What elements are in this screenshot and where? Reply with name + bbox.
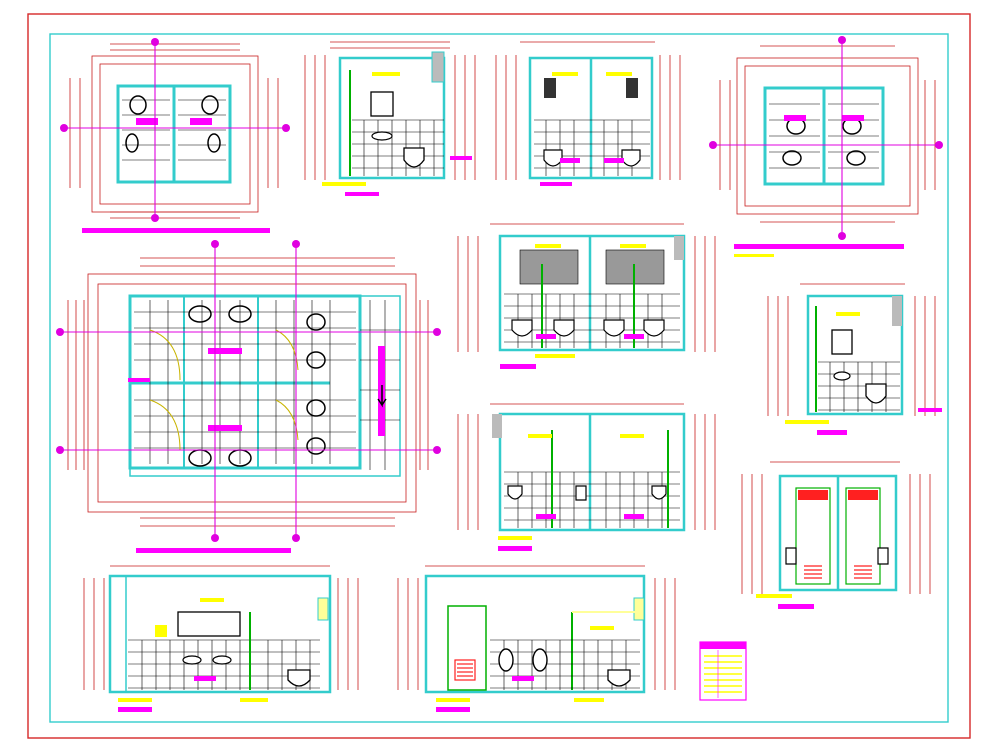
elevation-f — [741, 461, 931, 609]
main-floor-plan — [56, 240, 441, 553]
elevation-e — [457, 403, 716, 551]
inner-border — [49, 33, 949, 723]
elevation-b — [495, 41, 681, 186]
elevation-c — [457, 223, 716, 369]
elevation-a — [304, 41, 476, 196]
elevation-h — [397, 565, 676, 712]
plan-1-top-left — [60, 38, 290, 233]
legend-table — [699, 641, 747, 701]
outer-border — [27, 13, 971, 739]
elevation-g — [83, 565, 359, 712]
plan-2-top-right — [709, 36, 943, 257]
elevation-d — [767, 283, 942, 435]
